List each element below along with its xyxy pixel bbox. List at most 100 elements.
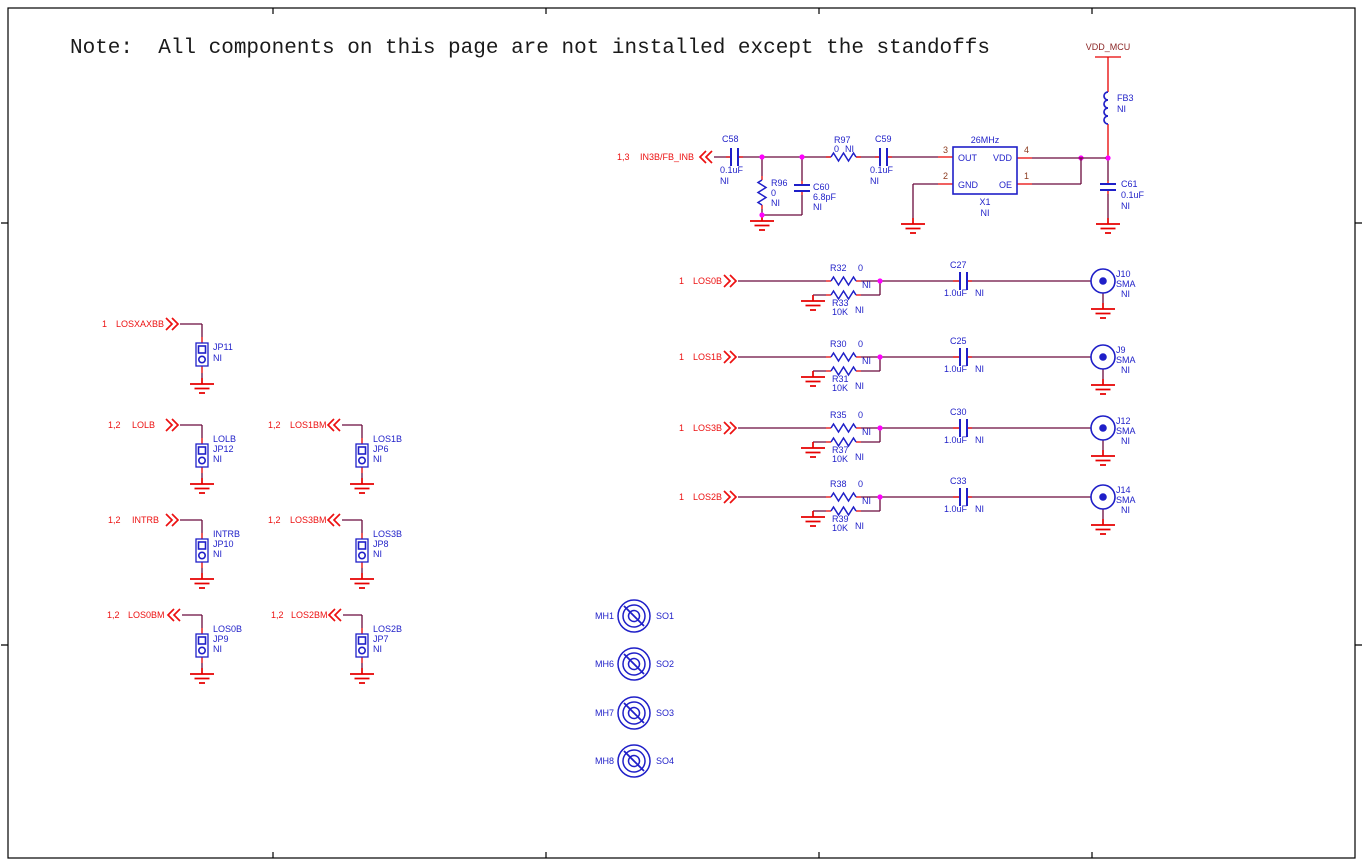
ni-flag: NI	[855, 452, 864, 462]
capacitor-icon	[730, 147, 739, 167]
wires	[180, 519, 203, 573]
ni-flag: NI	[1121, 289, 1130, 299]
net-label: LOS3B	[693, 423, 722, 433]
offpage-chevron-icon	[723, 490, 737, 504]
mounting-hole-ref: MH6	[595, 659, 614, 669]
wires	[738, 496, 1104, 519]
standoff-ref: SO2	[656, 659, 674, 669]
refdes: R31	[832, 374, 849, 384]
value: 0	[858, 339, 863, 349]
value: 0.1uF	[720, 165, 744, 175]
junction-dot	[877, 494, 883, 500]
refdes: C30	[950, 407, 967, 417]
resistor-icon	[830, 152, 857, 162]
jumper-JP8: 1,2 LOS3BM LOS3B JP8 NI	[268, 513, 402, 589]
page-ref: 1,2	[108, 420, 121, 430]
net-label: LOS2BM	[291, 610, 328, 620]
value: 10K	[832, 307, 848, 317]
ni-flag: NI	[855, 521, 864, 531]
pin-number: 3	[943, 145, 948, 155]
ground-icon	[1095, 217, 1121, 234]
mounting-hole-icon	[617, 647, 651, 681]
refdes: FB3	[1117, 93, 1134, 103]
jumper-icon	[355, 443, 369, 468]
freq-label: 26MHz	[971, 135, 1000, 145]
refdes: C58	[722, 134, 739, 144]
value: 10K	[832, 523, 848, 533]
sma-channel-LOS3B: 1 LOS3B R35 0 NI R37 10K NI C30 1.0uF NI…	[679, 407, 1136, 466]
ground-icon	[800, 370, 826, 387]
resistor-icon	[830, 492, 857, 502]
ni-flag: NI	[373, 644, 382, 654]
jumper-icon	[355, 633, 369, 658]
refdes: C61	[1121, 179, 1138, 189]
mounting-hole-ref: MH1	[595, 611, 614, 621]
jumper-JP12: 1,2 LOLB LOLB JP12 NI	[108, 418, 236, 494]
page-ref: 1,2	[268, 420, 281, 430]
value: 0	[858, 479, 863, 489]
pin-number: 1	[1024, 171, 1029, 181]
connector-type: SMA	[1116, 279, 1136, 289]
net-label: LOS0BM	[128, 610, 165, 620]
net-name: LOS2B	[373, 624, 402, 634]
refdes: J12	[1116, 416, 1131, 426]
value: 0	[834, 144, 839, 154]
value: 0	[858, 410, 863, 420]
connector-type: SMA	[1116, 426, 1136, 436]
ni-flag: NI	[771, 198, 780, 208]
oscillator-circuit: 1,3 IN3B/FB_INB C58 0.1uF NI R96 0 NI C6…	[617, 134, 1106, 234]
offpage-chevron-icon	[167, 608, 181, 622]
ground-icon	[189, 377, 215, 394]
offpage-chevron-icon	[723, 350, 737, 364]
refdes: J14	[1116, 485, 1131, 495]
refdes: X1	[979, 197, 990, 207]
oscillator-body	[952, 146, 1018, 195]
page-ref: 1,2	[268, 515, 281, 525]
pin-number: 4	[1024, 145, 1029, 155]
ground-icon	[1090, 302, 1116, 319]
ni-flag: NI	[1121, 505, 1130, 515]
ground-icon	[800, 510, 826, 527]
capacitor-icon	[1099, 183, 1117, 191]
net-label: LOS3BM	[290, 515, 327, 525]
value: 1.0uF	[944, 504, 968, 514]
pin-stubs	[826, 496, 972, 512]
offpage-chevron-icon	[723, 274, 737, 288]
value: 0.1uF	[1121, 190, 1145, 200]
ni-flag: NI	[975, 364, 984, 374]
ni-flag: NI	[981, 208, 990, 218]
wires	[180, 323, 203, 378]
net-name: INTRB	[213, 529, 240, 539]
refdes: R33	[832, 298, 849, 308]
jumper-JP10: 1,2 INTRB INTRB JP10 NI	[108, 513, 240, 589]
jumper-icon	[195, 633, 209, 658]
ni-flag: NI	[213, 353, 222, 363]
mounting-hole-ref: MH8	[595, 756, 614, 766]
junction-dot	[1105, 155, 1111, 161]
offpage-chevron-icon	[327, 513, 341, 527]
wires	[180, 424, 203, 478]
page-ref: 1,2	[108, 515, 121, 525]
refdes: J10	[1116, 269, 1131, 279]
net-label: LOSXAXBB	[116, 319, 164, 329]
net-label: LOS2B	[693, 492, 722, 502]
capacitor-icon	[793, 184, 811, 192]
wires	[738, 356, 1104, 379]
value: 0	[771, 188, 776, 198]
jumper-JP7: 1,2 LOS2BM LOS2B JP7 NI	[271, 608, 402, 684]
page-ref: 1	[679, 423, 684, 433]
ground-icon	[800, 441, 826, 458]
offpage-chevron-icon	[328, 608, 342, 622]
jumper-icon	[195, 443, 209, 468]
connector-type: SMA	[1116, 495, 1136, 505]
value: 10K	[832, 454, 848, 464]
jumper-JP11: 1 LOSXAXBB JP11 NI	[102, 317, 233, 394]
resistor-icon	[830, 423, 857, 433]
net-name: LOS0B	[213, 624, 242, 634]
standoff-ref: SO3	[656, 708, 674, 718]
pin-name: GND	[958, 180, 979, 190]
ground-icon	[1090, 378, 1116, 395]
ni-flag: NI	[862, 280, 871, 290]
net-name: LOLB	[213, 434, 236, 444]
